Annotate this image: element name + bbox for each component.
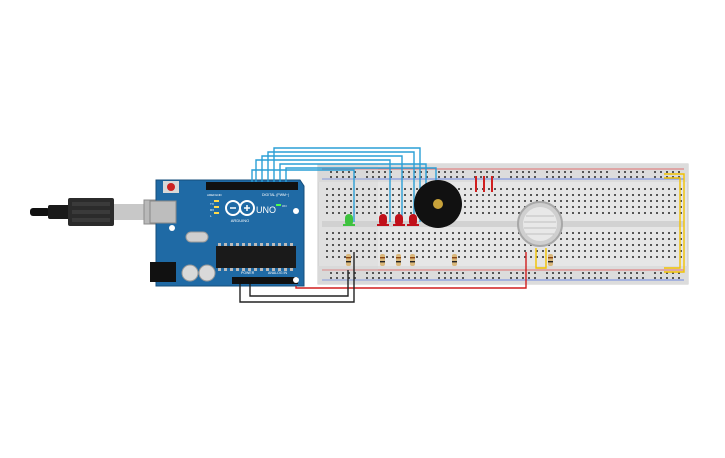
resistor-icon [380, 254, 385, 266]
power-wires [239, 252, 527, 303]
on-label: ON [282, 204, 287, 208]
led-green[interactable] [343, 214, 355, 226]
resistor-icon [452, 254, 457, 266]
arduino-uno-board[interactable]: ARDUINO UNO DIGITAL (PWM~) AREF GND TX R… [149, 179, 305, 287]
led-red-3[interactable] [407, 214, 419, 226]
power-analog-header [232, 277, 298, 284]
led-red-1[interactable] [377, 214, 389, 226]
resistor-icon [548, 254, 553, 266]
analog-label: ANALOG IN [268, 271, 288, 275]
gnd-label: GND [215, 193, 223, 197]
red-jumpers [475, 176, 493, 192]
digital-label: DIGITAL (PWM~) [262, 193, 289, 197]
breadboard[interactable] [317, 163, 689, 285]
resistor-icon [346, 254, 351, 266]
reset-icon [167, 183, 175, 191]
l-label: L [210, 214, 212, 218]
rx-label: RX [210, 208, 214, 212]
power-label: POWER [241, 271, 255, 275]
gas-sensor-icon[interactable] [517, 201, 563, 247]
led-red-2[interactable] [393, 214, 405, 226]
model-label: UNO [256, 205, 276, 215]
brand-label: ARDUINO [231, 218, 249, 223]
digital-header [206, 182, 298, 190]
resistor-icon [396, 254, 401, 266]
power-jack [150, 262, 176, 282]
sensor-wires [535, 173, 685, 273]
piezo-buzzer-icon[interactable] [414, 180, 462, 228]
tx-label: TX [210, 202, 214, 206]
arduino-logo-icon [225, 200, 255, 216]
resistor-icon [410, 254, 415, 266]
aref-label: AREF [207, 193, 215, 197]
microcontroller-chip [216, 246, 296, 268]
resistors [346, 254, 553, 266]
